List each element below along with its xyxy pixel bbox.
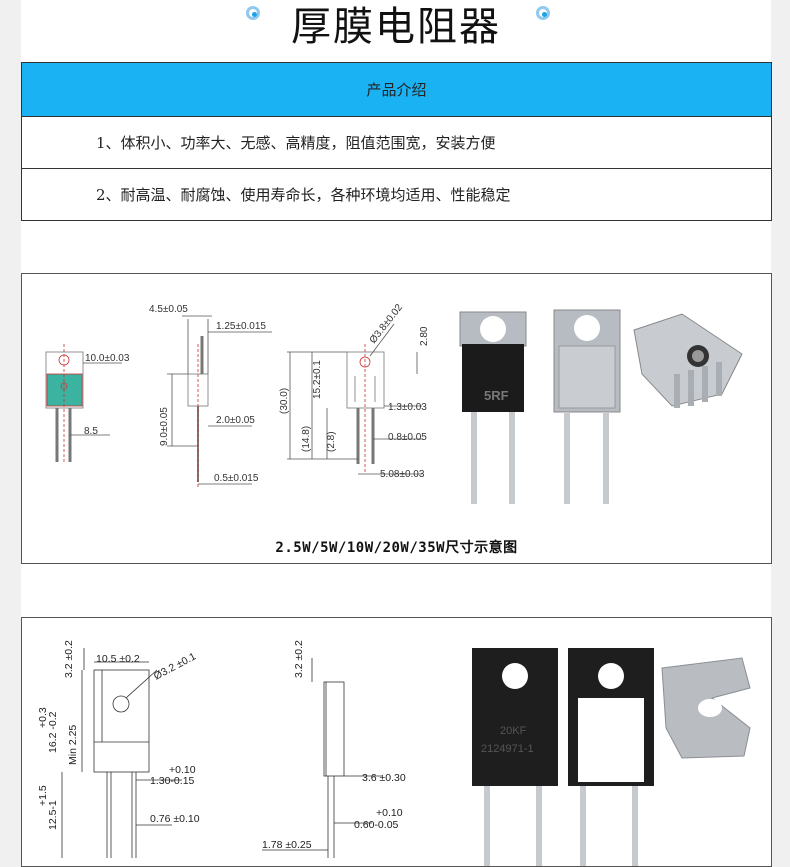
dim-label: 8.5: [84, 426, 98, 437]
dimension-panel-2: 10.5 ±0.2 Ø3.2 ±0.1 3.2 ±0.2 +0.3 16.2 -…: [21, 617, 772, 867]
dimension-caption: 2.5W/5W/10W/20W/35W尺寸示意图: [275, 540, 518, 556]
dim-label: +0.3: [37, 707, 49, 728]
feature-row-1: 1、体积小、功率大、无感、高精度，阻值范围宽，安装方便: [96, 134, 496, 152]
dim-label: 0.5±0.015: [214, 473, 259, 484]
dimension-drawing-1: 10.0±0.03 8.5 4.5±0.05 1.25±0.015 9.0±0.…: [45, 302, 743, 504]
resistor-photo-20kf: 20KF 2124971-1: [472, 648, 558, 866]
dim-label: 0.60-0.05: [354, 819, 399, 831]
resistor-photo-white-back: [568, 648, 654, 866]
dim-label: (2.8): [326, 431, 337, 452]
dimension-panel-1: 10.0±0.03 8.5 4.5±0.05 1.25±0.015 9.0±0.…: [21, 273, 772, 564]
dim-label: +0.10: [169, 764, 196, 776]
resistor-photo-back: [553, 309, 621, 504]
dim-label: 9.0±0.05: [159, 407, 170, 446]
bullet-dot-icon: [246, 6, 260, 20]
dim-label: 15.2±0.1: [312, 360, 323, 399]
page: 厚膜电阻器 产品介绍 1、体积小、功率大、无感、高精度，阻值范围宽，安装方便 2…: [21, 0, 772, 867]
feature-row-2: 2、耐高温、耐腐蚀、使用寿命长，各种环境均适用、性能稳定: [22, 168, 771, 220]
dim-label: 10.0±0.03: [85, 353, 130, 364]
dim-label: 1.30-0.15: [150, 775, 195, 787]
product-intro-table: 产品介绍 1、体积小、功率大、无感、高精度，阻值范围宽，安装方便 2、耐高温、耐…: [21, 62, 772, 221]
resistor-photo-black: 5RF: [459, 311, 527, 504]
dim-label: Min 2.25: [67, 725, 79, 765]
dim-label: +0.10: [376, 807, 403, 819]
dim-label: +1.5: [37, 785, 49, 806]
dim-label: 1.3±0.03: [388, 402, 427, 413]
dim-label: Ø3.8±0.02: [368, 302, 406, 346]
dim-label: Ø3.2 ±0.1: [152, 650, 198, 682]
bracket-photo: [661, 657, 751, 759]
dim-label: 3.2 ±0.2: [63, 640, 75, 678]
resistor-marking: 5RF: [484, 388, 509, 403]
dim-label: 4.5±0.05: [149, 304, 188, 315]
dim-label: (14.8): [301, 426, 312, 452]
resistor-marking: 20KF: [500, 725, 527, 737]
dim-label: 5.08±0.03: [380, 469, 425, 480]
dim-label: 1.78 ±0.25: [262, 839, 312, 851]
bullet-dot-icon: [536, 6, 550, 20]
heatsink-photo: [633, 313, 743, 408]
dim-label: 16.2 -0.2: [47, 711, 59, 753]
dim-label: 12.5-1: [47, 800, 59, 830]
page-header: 厚膜电阻器: [21, 0, 771, 62]
dim-label: 2.80: [419, 326, 430, 346]
dimension-drawing-2: 10.5 ±0.2 Ø3.2 ±0.1 3.2 ±0.2 +0.3 16.2 -…: [37, 640, 751, 866]
dim-label: 10.5 ±0.2: [96, 653, 140, 665]
resistor-marking: 2124971-1: [481, 743, 534, 755]
product-intro-heading: 产品介绍: [22, 63, 771, 117]
dim-label: 3.2 ±0.2: [293, 640, 305, 678]
dim-label: (30.0): [279, 388, 290, 414]
dim-label: 2.0±0.05: [216, 415, 255, 426]
dim-label: 1.25±0.015: [216, 321, 266, 332]
dim-label: 0.8±0.05: [388, 432, 427, 443]
page-title: 厚膜电阻器: [291, 4, 501, 50]
dim-label: 3.6 ±0.30: [362, 772, 406, 784]
dim-label: 0.76 ±0.10: [150, 813, 200, 825]
